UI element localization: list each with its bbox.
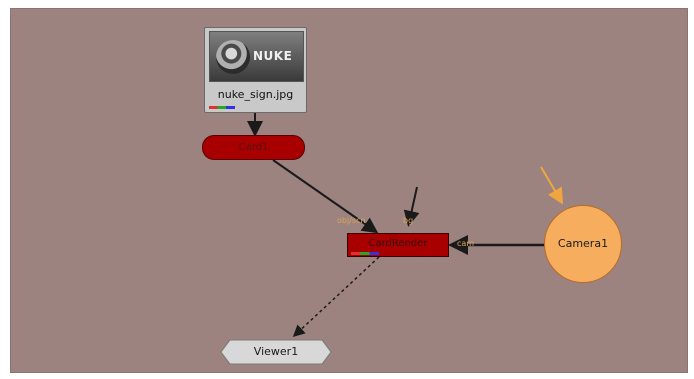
edge-card-to-render[interactable] [272,159,379,234]
camera-node-label: Camera1 [557,237,609,250]
nuke-logo-icon [216,40,250,74]
card-node[interactable]: Card1 [202,135,305,160]
thumbnail-text: NUKE [253,49,293,63]
channel-indicator [351,252,379,255]
port-label-bg: bg [403,216,414,225]
read-thumbnail: NUKE [209,31,304,82]
viewer-node[interactable]: Viewer1 [220,339,332,365]
edge-camera-input[interactable] [540,166,564,205]
edge-render-to-viewer[interactable] [292,256,380,338]
node-graph[interactable]: NUKE nuke_sign.jpg Card1 obj/scn bg cam … [10,8,688,373]
port-label-obj-scn: obj/scn [337,216,366,225]
edge-render-input-top[interactable] [403,186,420,227]
channel-indicator [209,106,235,109]
read-node[interactable]: NUKE nuke_sign.jpg [204,27,307,113]
camera-node[interactable]: Camera1 [544,205,622,283]
card-node-label: Card1 [238,142,269,153]
connections-layer [247,113,564,338]
render-node-label: CardRender [368,238,428,249]
port-label-cam: cam [457,239,475,248]
read-node-label: nuke_sign.jpg [217,88,294,101]
card-render-node[interactable]: CardRender [347,233,449,257]
viewer-shape [220,339,332,365]
viewer-node-label: Viewer1 [253,345,299,358]
